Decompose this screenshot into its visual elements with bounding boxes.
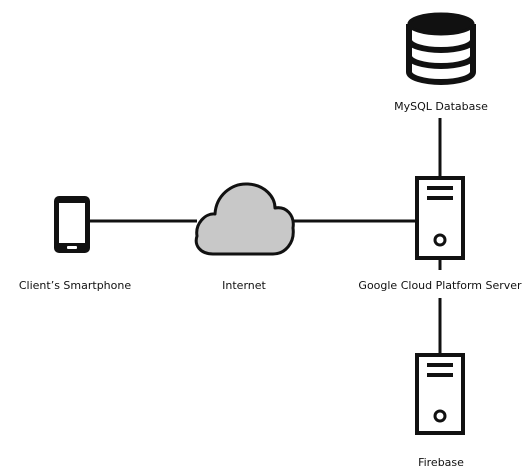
database-label: MySQL Database <box>394 100 488 113</box>
server-icon <box>415 176 465 260</box>
smartphone-label: Client’s Smartphone <box>18 279 132 292</box>
database-icon <box>406 12 476 85</box>
connectors <box>90 118 442 355</box>
smartphone-icon <box>54 196 90 253</box>
firebase-server-icon <box>415 353 465 435</box>
cloud-icon <box>194 182 295 256</box>
internet-label: Internet <box>222 279 266 292</box>
gcp-server-label: Google Cloud Platform Server <box>358 279 522 292</box>
firebase-label: Firebase <box>418 456 464 469</box>
